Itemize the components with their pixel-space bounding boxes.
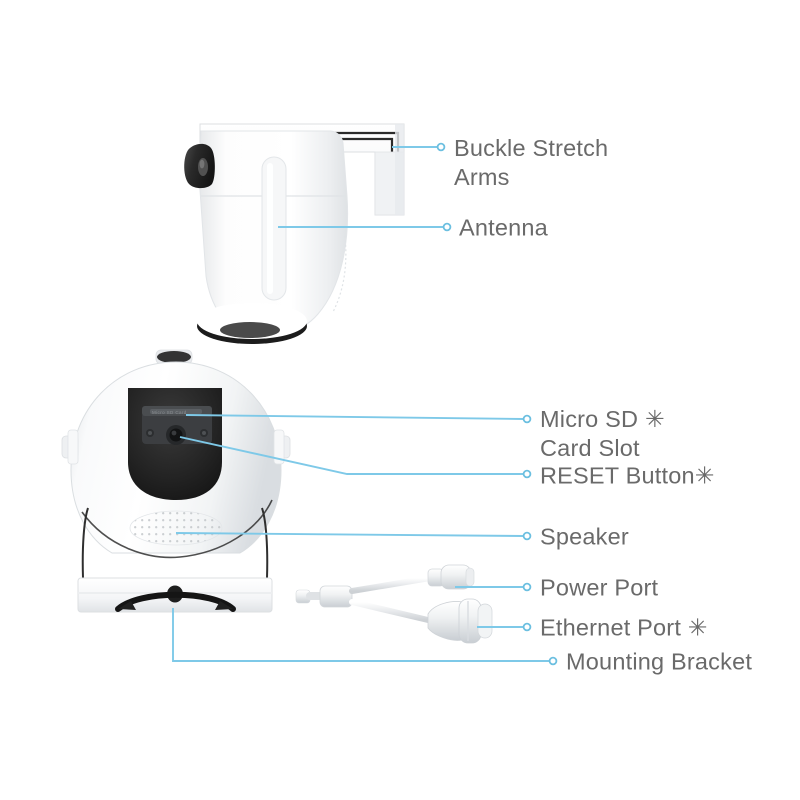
- dot-mounting-bracket: [548, 656, 558, 666]
- callout-label-mounting-bracket: Mounting Bracket: [566, 648, 753, 675]
- dot-reset-button: [522, 469, 532, 479]
- power-connector: [427, 564, 475, 590]
- callout-label-ethernet-port: Ethernet Port ✳: [540, 614, 708, 641]
- callout-label-antenna: Antenna: [459, 214, 548, 241]
- bottom-camera-rear-view: Micro SD Card: [61, 349, 493, 644]
- speaker-grille: [130, 511, 222, 545]
- callout-label-micro-sd-card-slot: Micro SD ✳ Card Slot: [540, 406, 665, 461]
- callout-label-speaker: Speaker: [540, 523, 629, 550]
- leader-speaker: [175, 532, 524, 537]
- leader-lines: [172, 146, 549, 662]
- leader-dots: [436, 142, 558, 666]
- dot-power-port: [522, 582, 532, 592]
- cable-harness: [267, 564, 493, 644]
- side-hinge-nubs: [61, 429, 291, 465]
- callout-label-reset-button: RESET Button✳: [540, 462, 715, 489]
- ethernet-connector: [427, 598, 493, 644]
- dot-micro-sd: [522, 414, 532, 424]
- svg-text:Micro SD Card: Micro SD Card: [152, 410, 187, 415]
- dot-buckle-stretch-arms: [436, 142, 446, 152]
- top-camera-side-view: [184, 123, 405, 344]
- leader-reset-button: [179, 436, 523, 475]
- callout-label-buckle-stretch-arms: Buckle Stretch Arms: [454, 135, 609, 190]
- dot-speaker: [522, 531, 532, 541]
- top-pivot-nub: [155, 349, 193, 365]
- leader-mounting-bracket: [172, 608, 549, 662]
- antenna-strip: [261, 156, 287, 301]
- dot-ethernet-port: [522, 622, 532, 632]
- top-camera-body: [197, 130, 349, 344]
- mounting-bracket: [77, 507, 273, 613]
- top-camera-lens: [184, 143, 215, 189]
- callout-label-power-port: Power Port: [540, 574, 659, 601]
- leader-micro-sd: [185, 414, 524, 420]
- dot-antenna: [442, 222, 452, 232]
